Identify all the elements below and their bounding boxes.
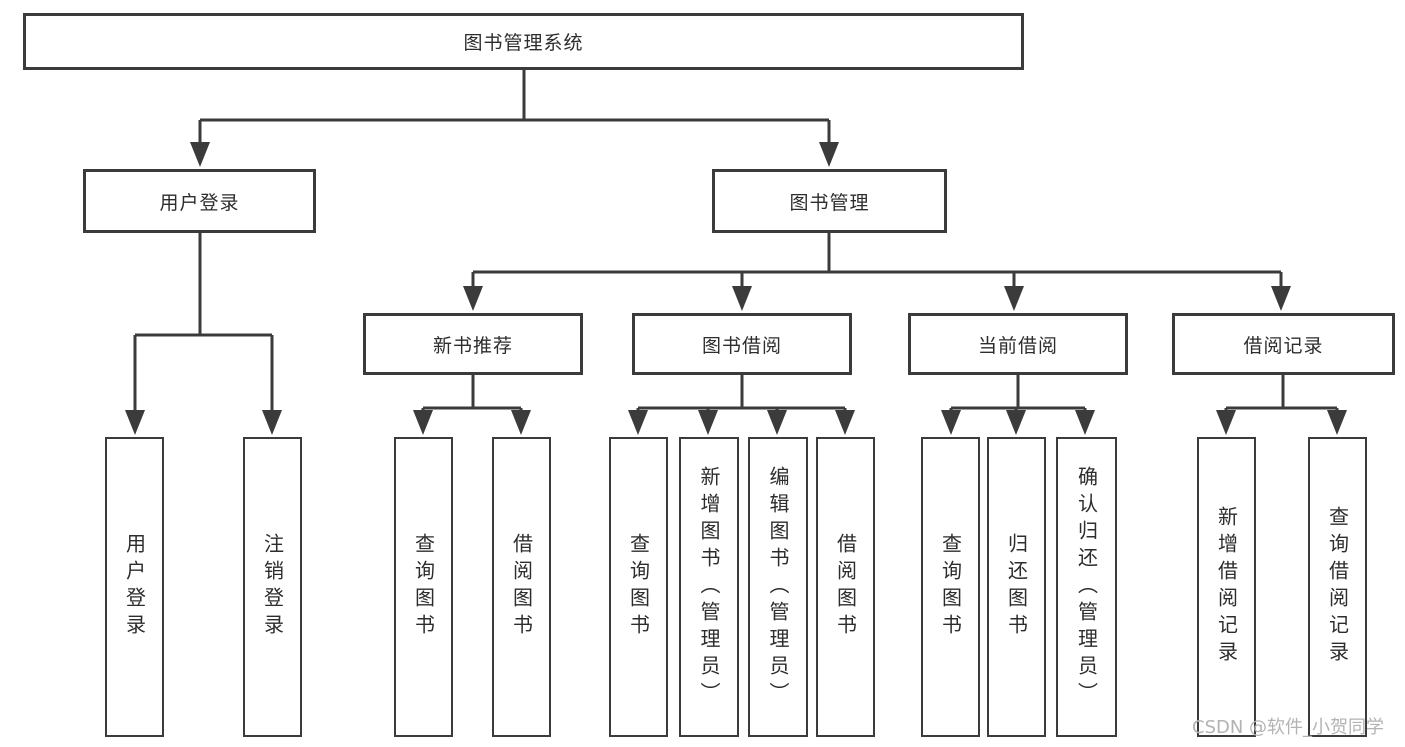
leaf-add-borrow-record: 新增借阅记录 [1197, 437, 1256, 737]
arrow-down-icon [190, 142, 210, 167]
connector-new-book [421, 375, 523, 413]
arrow-down-icon [511, 410, 531, 435]
leaf-user-login: 用户登录 [105, 437, 164, 737]
connector-current-borrow [949, 375, 1087, 413]
node-library-system-label: 图书管理系统 [463, 32, 584, 54]
connector-book-borrow [636, 375, 847, 413]
arrow-down-icon [767, 410, 787, 435]
arrowheads [125, 142, 1347, 435]
leaf-confirm-return-admin: 确认归还（管理员） [1056, 437, 1117, 737]
leaf-edit-book-admin: 编辑图书（管理员） [748, 437, 808, 737]
leaf-query-book-recommend: 查询图书 [394, 437, 453, 737]
node-book-borrow-label: 图书借阅 [701, 334, 782, 357]
arrow-down-icon [413, 410, 433, 435]
arrow-down-icon [628, 410, 648, 435]
arrow-down-icon [819, 142, 839, 167]
node-user-login-label: 用户登录 [159, 191, 240, 214]
arrow-down-icon [835, 410, 855, 435]
node-book-management: 图书管理 [712, 169, 947, 233]
arrow-down-icon [1216, 410, 1236, 435]
connector-book-mgmt [471, 233, 1283, 289]
node-user-login: 用户登录 [83, 169, 316, 233]
node-book-borrow: 图书借阅 [632, 313, 852, 375]
node-new-book-recommend-label: 新书推荐 [432, 334, 513, 357]
csdn-watermark: CSDN @软件_小贺同学 [1192, 717, 1385, 738]
leaf-borrow-book-recommend: 借阅图书 [492, 437, 551, 737]
node-current-borrow: 当前借阅 [908, 313, 1128, 375]
node-book-management-label: 图书管理 [789, 191, 870, 214]
node-borrow-record-label: 借阅记录 [1243, 334, 1324, 357]
arrow-down-icon [1327, 410, 1347, 435]
connector-borrow-record [1224, 375, 1339, 413]
arrow-down-icon [732, 286, 752, 311]
node-new-book-recommend: 新书推荐 [363, 313, 583, 375]
node-borrow-record: 借阅记录 [1172, 313, 1395, 375]
arrow-down-icon [463, 286, 483, 311]
arrow-down-icon [941, 410, 961, 435]
connector-user-login [133, 233, 274, 412]
node-current-borrow-label: 当前借阅 [977, 334, 1058, 357]
node-library-system: 图书管理系统 [23, 13, 1024, 70]
arrow-down-icon [1004, 286, 1024, 311]
arrow-down-icon [698, 410, 718, 435]
arrow-down-icon [262, 410, 282, 435]
leaf-query-book-current: 查询图书 [921, 437, 980, 737]
leaf-add-book-admin: 新增图书（管理员） [679, 437, 739, 737]
leaf-return-book: 归还图书 [987, 437, 1046, 737]
connector-root [198, 70, 831, 144]
arrow-down-icon [1075, 410, 1095, 435]
arrow-down-icon [125, 410, 145, 435]
leaf-borrow-book: 借阅图书 [816, 437, 875, 737]
leaf-logout: 注销登录 [243, 437, 302, 737]
leaf-query-book-borrow: 查询图书 [609, 437, 668, 737]
leaf-query-borrow-record: 查询借阅记录 [1308, 437, 1367, 737]
arrow-down-icon [1006, 410, 1026, 435]
arrow-down-icon [1271, 286, 1291, 311]
